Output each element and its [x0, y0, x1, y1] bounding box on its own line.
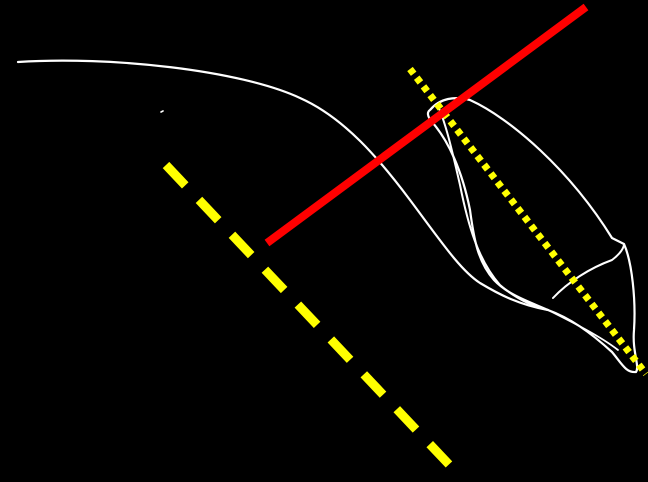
small-speck-mark: [161, 111, 163, 112]
